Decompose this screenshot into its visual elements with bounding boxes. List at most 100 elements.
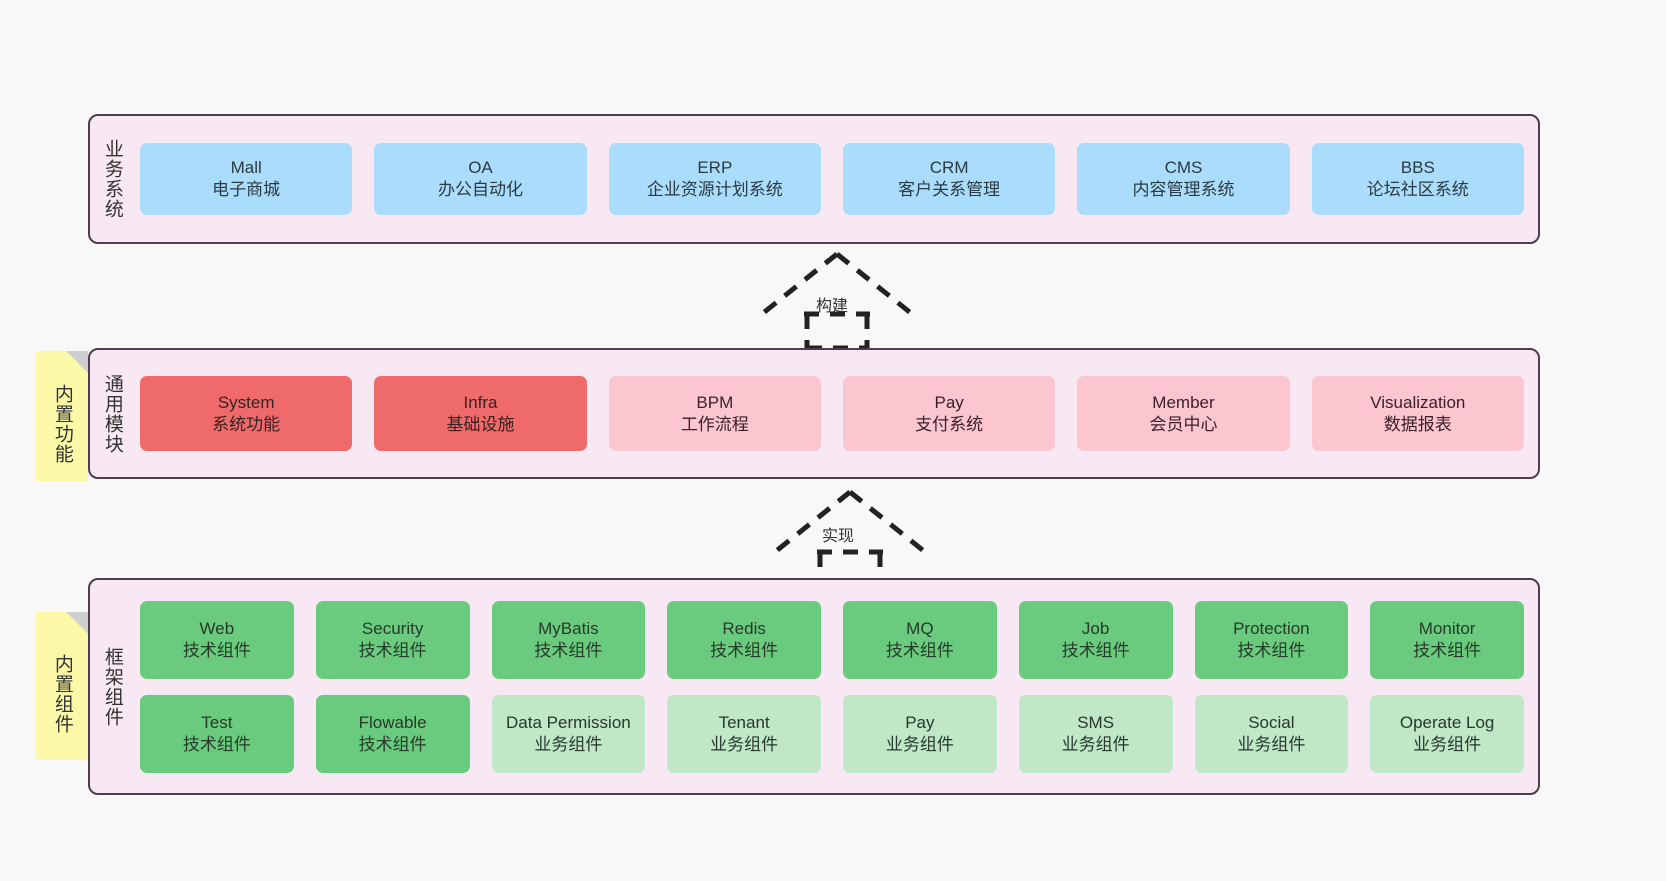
- card-oa-cn: 办公自动化: [437, 180, 523, 199]
- card-visualization-en: Visualization: [1370, 392, 1466, 412]
- card-visualization-cn: 数据报表: [1383, 414, 1452, 434]
- connector-implement-label: 实现: [822, 528, 855, 545]
- card-infra-en: Infra: [463, 392, 498, 412]
- card-pay-component-en: Pay: [905, 712, 935, 732]
- card-protection[interactable]: Protection 技术组件: [1194, 600, 1349, 679]
- card-redis-cn: 技术组件: [710, 640, 779, 660]
- card-cms-cn: 内容管理系统: [1132, 180, 1235, 199]
- card-member-cn: 会员中心: [1149, 414, 1218, 434]
- card-mall-en: Mall: [230, 158, 262, 178]
- card-security[interactable]: Security 技术组件: [315, 600, 470, 679]
- card-oa-en: OA: [468, 158, 493, 178]
- card-bpm-cn: 工作流程: [680, 414, 749, 434]
- layer-business-title: 业务系统: [101, 139, 123, 219]
- card-protection-cn: 技术组件: [1237, 640, 1306, 660]
- card-erp[interactable]: ERP 企业资源计划系统: [608, 143, 821, 215]
- card-erp-cn: 企业资源计划系统: [646, 180, 783, 199]
- card-monitor[interactable]: Monitor 技术组件: [1370, 600, 1524, 679]
- card-infra[interactable]: Infra 基础设施: [374, 376, 587, 451]
- modules-card-row: System 系统功能 Infra 基础设施 BPM 工作流程 Pay 支付系统…: [140, 376, 1524, 451]
- card-monitor-cn: 技术组件: [1413, 640, 1482, 660]
- card-flowable-cn: 技术组件: [358, 734, 427, 754]
- card-tenant-cn: 业务组件: [710, 734, 779, 754]
- framework-card-row-1: Web 技术组件 Security 技术组件 MyBatis 技术组件 Redi…: [140, 600, 1524, 679]
- card-security-en: Security: [361, 618, 424, 638]
- card-social-cn: 业务组件: [1237, 734, 1306, 754]
- card-pay-module-cn: 支付系统: [915, 414, 984, 434]
- note-builtin-functions-text: 内置功能: [51, 384, 73, 464]
- card-cms-en: CMS: [1164, 158, 1203, 178]
- card-system-cn: 系统功能: [212, 414, 281, 434]
- card-redis[interactable]: Redis 技术组件: [667, 600, 821, 679]
- layer-framework-components: 框架组件 Web 技术组件 Security 技术组件 MyBatis 技术组件…: [88, 578, 1540, 795]
- note-builtin-functions: 内置功能: [36, 351, 88, 481]
- card-data-permission-cn: 业务组件: [534, 734, 603, 754]
- layer-framework-body: Web 技术组件 Security 技术组件 MyBatis 技术组件 Redi…: [134, 580, 1538, 793]
- card-infra-cn: 基础设施: [446, 414, 515, 434]
- layer-business-systems: 业务系统 Mall 电子商城 OA 办公自动化 ERP 企业资源计划系统 CRM…: [88, 114, 1540, 244]
- card-social[interactable]: Social 业务组件: [1194, 694, 1349, 773]
- card-mall[interactable]: Mall 电子商城: [140, 143, 353, 215]
- layer-business-body: Mall 电子商城 OA 办公自动化 ERP 企业资源计划系统 CRM 客户关系…: [134, 116, 1538, 242]
- card-bpm-en: BPM: [696, 392, 734, 412]
- card-test[interactable]: Test 技术组件: [140, 694, 294, 773]
- card-cms[interactable]: CMS 内容管理系统: [1077, 143, 1290, 215]
- card-pay-component-cn: 业务组件: [885, 734, 954, 754]
- card-sms[interactable]: SMS 业务组件: [1018, 694, 1173, 773]
- layer-modules-body: System 系统功能 Infra 基础设施 BPM 工作流程 Pay 支付系统…: [134, 350, 1538, 477]
- card-erp-en: ERP: [697, 158, 733, 178]
- layer-framework-title: 框架组件: [101, 646, 123, 727]
- card-operate-log-en: Operate Log: [1399, 712, 1495, 732]
- card-pay-module[interactable]: Pay 支付系统: [842, 376, 1056, 451]
- card-mybatis-en: MyBatis: [538, 618, 599, 638]
- card-member[interactable]: Member 会员中心: [1077, 376, 1290, 451]
- connector-build-label: 构建: [816, 298, 849, 315]
- card-bbs-cn: 论坛社区系统: [1366, 180, 1469, 199]
- card-oa[interactable]: OA 办公自动化: [374, 143, 587, 215]
- card-pay-component[interactable]: Pay 业务组件: [843, 694, 997, 773]
- card-bbs-en: BBS: [1400, 158, 1435, 178]
- card-crm-en: CRM: [929, 158, 969, 178]
- card-operate-log[interactable]: Operate Log 业务组件: [1370, 694, 1524, 773]
- card-social-en: Social: [1248, 712, 1295, 732]
- card-test-en: Test: [201, 712, 233, 732]
- card-bpm[interactable]: BPM 工作流程: [608, 376, 821, 451]
- layer-modules-title: 通用模块: [101, 373, 123, 454]
- card-job-en: Job: [1081, 618, 1110, 638]
- card-mq-en: MQ: [906, 618, 934, 638]
- card-web[interactable]: Web 技术组件: [140, 600, 294, 679]
- framework-card-row-2: Test 技术组件 Flowable 技术组件 Data Permission …: [140, 694, 1524, 773]
- card-tenant-en: Tenant: [718, 712, 770, 732]
- card-job-cn: 技术组件: [1061, 640, 1130, 660]
- card-crm-cn: 客户关系管理: [898, 180, 1001, 199]
- card-data-permission-en: Data Permission: [506, 712, 631, 732]
- card-visualization[interactable]: Visualization 数据报表: [1311, 376, 1524, 451]
- card-flowable[interactable]: Flowable 技术组件: [315, 694, 470, 773]
- card-pay-module-en: Pay: [934, 392, 964, 412]
- card-sms-en: SMS: [1077, 712, 1115, 732]
- layer-common-modules: 通用模块 System 系统功能 Infra 基础设施 BPM 工作流程 Pay…: [88, 348, 1540, 479]
- card-tenant[interactable]: Tenant 业务组件: [667, 694, 821, 773]
- card-mq[interactable]: MQ 技术组件: [843, 600, 997, 679]
- card-flowable-en: Flowable: [358, 712, 427, 732]
- card-sms-cn: 业务组件: [1061, 734, 1130, 754]
- card-data-permission[interactable]: Data Permission 业务组件: [491, 694, 646, 773]
- card-mybatis[interactable]: MyBatis 技术组件: [491, 600, 646, 679]
- card-mall-cn: 电子商城: [212, 180, 281, 199]
- business-card-row: Mall 电子商城 OA 办公自动化 ERP 企业资源计划系统 CRM 客户关系…: [140, 143, 1524, 215]
- card-web-en: Web: [199, 618, 235, 638]
- card-system[interactable]: System 系统功能: [140, 376, 353, 451]
- card-mybatis-cn: 技术组件: [534, 640, 603, 660]
- card-member-en: Member: [1152, 392, 1215, 412]
- card-operate-log-cn: 业务组件: [1413, 734, 1482, 754]
- card-mq-cn: 技术组件: [885, 640, 954, 660]
- note-builtin-components: 内置组件: [36, 612, 88, 760]
- card-web-cn: 技术组件: [182, 640, 251, 660]
- card-redis-en: Redis: [722, 618, 766, 638]
- card-protection-en: Protection: [1233, 618, 1310, 638]
- card-crm[interactable]: CRM 客户关系管理: [842, 143, 1056, 215]
- card-bbs[interactable]: BBS 论坛社区系统: [1311, 143, 1524, 215]
- card-job[interactable]: Job 技术组件: [1018, 600, 1173, 679]
- card-security-cn: 技术组件: [358, 640, 427, 660]
